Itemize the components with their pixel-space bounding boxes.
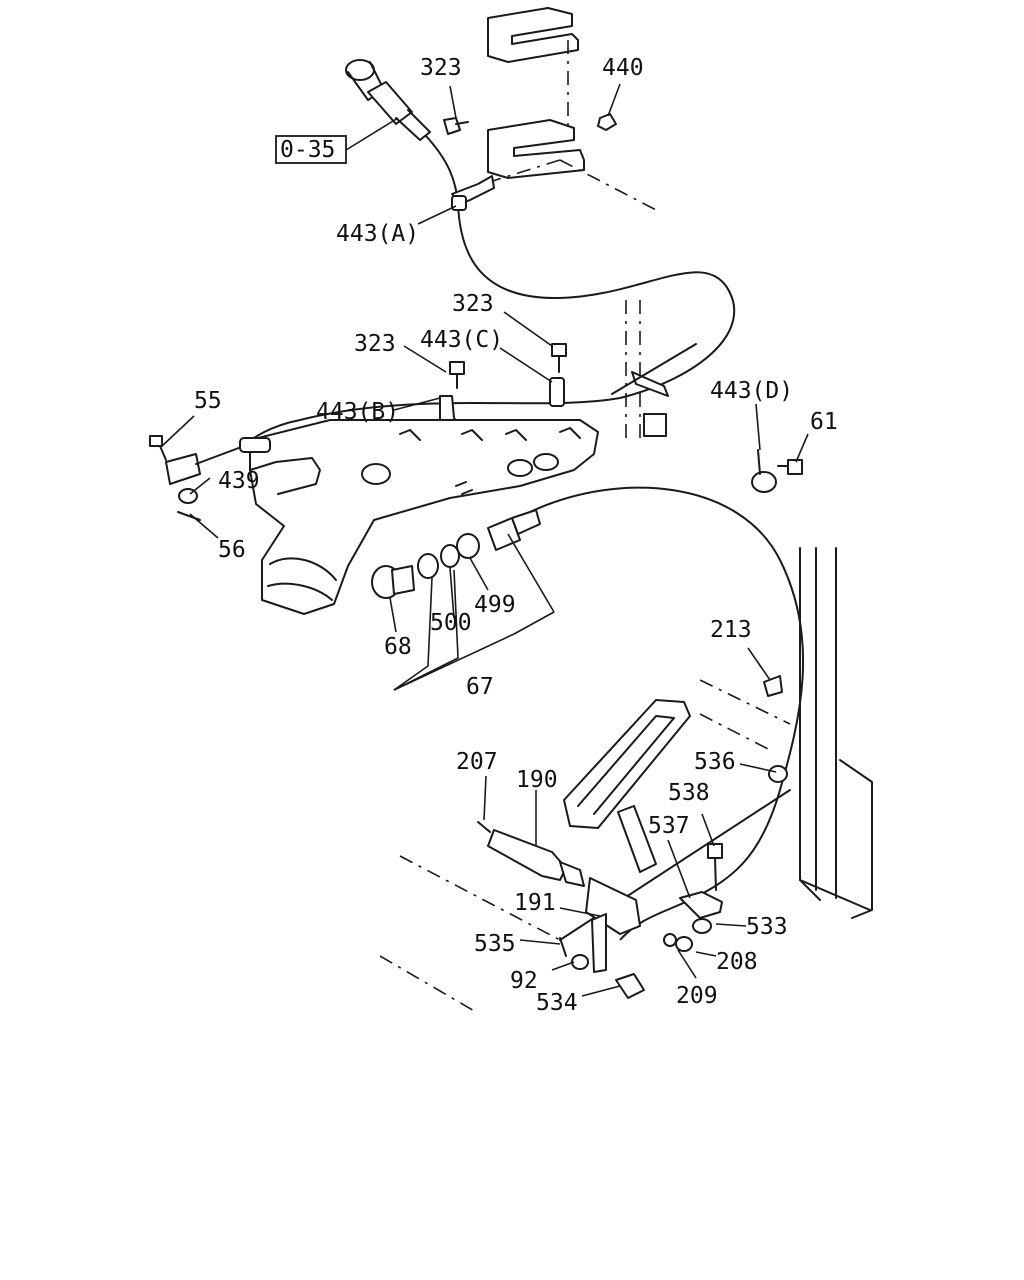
nut-499 [456, 509, 541, 559]
label-538: 538 [668, 780, 710, 806]
label-323-left: 323 [354, 331, 396, 357]
label-213: 213 [710, 617, 752, 643]
upper-bracket-group [469, 7, 661, 440]
washer-209 [663, 933, 677, 947]
cable-fitting-68 [371, 565, 415, 599]
label-534: 534 [536, 990, 578, 1016]
pin-535 [559, 937, 567, 957]
label-208: 208 [716, 949, 758, 975]
grommet-536 [768, 765, 788, 783]
bolt-538 [707, 843, 723, 891]
label-439: 439 [218, 468, 260, 494]
label-68: 68 [384, 634, 412, 660]
label-55: 55 [194, 388, 222, 414]
cable-end-bracket [165, 437, 271, 485]
ref-box-outline [275, 135, 347, 164]
nut-440 [597, 113, 617, 131]
bolt-61 [777, 459, 803, 475]
leader-lines [161, 83, 809, 997]
cable-clamp-443d [751, 449, 777, 493]
label-209: 209 [676, 983, 718, 1009]
nut-533 [692, 918, 712, 934]
intake-manifold [249, 419, 599, 615]
bolt-534 [615, 973, 645, 999]
cable-bracket-right [611, 343, 697, 437]
label-499: 499 [474, 592, 516, 618]
label-ref-0-35: 0-35 [280, 137, 335, 163]
bolt-323-mid [551, 343, 567, 373]
bolt-55 [149, 435, 167, 461]
label-537: 537 [648, 813, 690, 839]
label-535: 535 [474, 931, 516, 957]
label-443c: 443(C) [420, 327, 503, 353]
label-500: 500 [430, 610, 472, 636]
accelerator-pedal [563, 699, 691, 873]
pedal-lever-191 [585, 877, 641, 973]
callout-labels: 0-35 323 440 443(A) 323 323 443(C) 443(B… [194, 55, 838, 1016]
bolt-323-left [449, 361, 465, 389]
choke-cable [243, 135, 736, 447]
clip-213 [763, 675, 783, 697]
label-190: 190 [516, 767, 558, 793]
washer-500 [417, 544, 460, 579]
label-443d: 443(D) [710, 378, 793, 404]
label-323-mid: 323 [452, 291, 494, 317]
label-191: 191 [514, 890, 556, 916]
label-67: 67 [466, 674, 494, 700]
label-533: 533 [746, 914, 788, 940]
label-443b: 443(B) [316, 399, 399, 425]
bolt-323-top [443, 117, 469, 135]
choke-knob [345, 59, 431, 141]
label-536: 536 [694, 749, 736, 775]
cable-clamp-443a [451, 175, 495, 211]
pin-207 [477, 821, 491, 833]
label-443a: 443(A) [336, 221, 419, 247]
label-440: 440 [602, 55, 644, 81]
washer-92 [571, 954, 589, 970]
nut-208 [675, 936, 693, 952]
cable-clamp-443c [549, 377, 565, 407]
pedal-shaft-190 [487, 829, 585, 887]
label-207: 207 [456, 749, 498, 775]
cable-bracket-537 [679, 891, 723, 919]
floor-guides [379, 547, 873, 1013]
label-92: 92 [510, 968, 538, 994]
label-61: 61 [810, 409, 838, 435]
label-323-top: 323 [420, 55, 462, 81]
label-56: 56 [218, 537, 246, 563]
